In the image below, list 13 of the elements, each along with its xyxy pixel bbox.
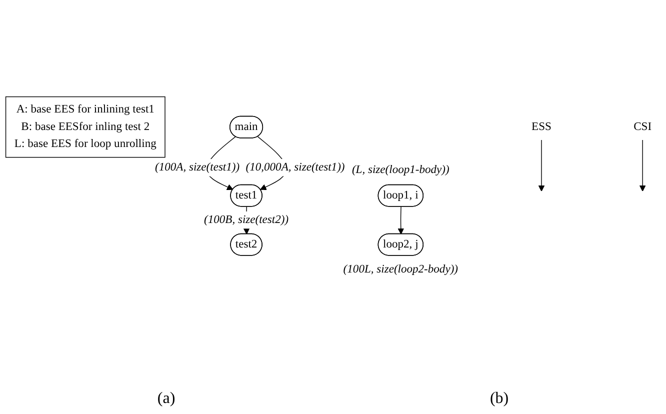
node-text: CSI	[634, 120, 652, 133]
node-box: A: base EES for inlining test1 B: base EESfor inling test 2 L: base EES for loop unrolling	[5, 96, 166, 158]
edge-label: (100B, size(test2))	[204, 213, 289, 226]
arrow	[398, 206, 404, 234]
node-label: (100L, size(loop2-body))	[343, 263, 458, 276]
panel-label: (b)	[490, 390, 509, 408]
edge-label: (10,000A, size(test1))	[246, 161, 345, 174]
edge-label: (100A, size(test1))	[155, 161, 240, 174]
node-text: ESS	[532, 120, 552, 133]
arrow	[639, 140, 646, 192]
arrow	[538, 140, 545, 192]
panel-label: (a)	[157, 390, 176, 408]
node-label: (L, size(loop1-body))	[352, 164, 450, 176]
